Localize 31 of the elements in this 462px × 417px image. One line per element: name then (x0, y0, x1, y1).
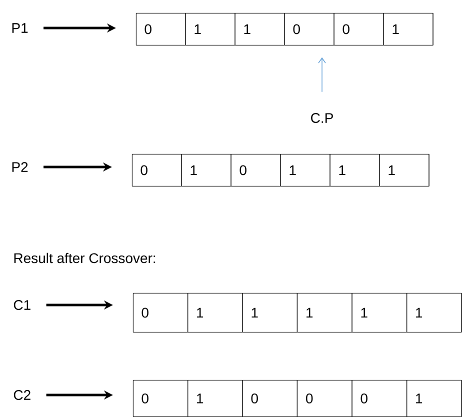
bit-cell: 1 (406, 380, 462, 417)
bit-cell: 1 (380, 154, 429, 186)
bit-cell: 1 (297, 293, 352, 332)
bit-cell: 0 (136, 13, 186, 46)
bit-cell: 0 (352, 380, 407, 417)
row-label: C2 (14, 390, 30, 400)
heading: Result after Crossover: (14, 252, 156, 264)
bit-cell: 1 (384, 13, 433, 46)
row-label: C.P (311, 113, 333, 123)
bit-cell: 1 (188, 380, 242, 417)
bit-cell: 0 (133, 293, 188, 332)
bit-cell: 1 (406, 293, 462, 332)
row-label: P1 (12, 23, 28, 33)
bit-cell: 0 (334, 13, 384, 46)
bit-cell: 1 (242, 293, 298, 332)
bit-cell: 0 (132, 154, 182, 186)
bit-cell: 1 (330, 154, 380, 186)
bit-cell: 0 (231, 154, 280, 186)
row-label: C1 (14, 300, 30, 310)
bit-cell: 1 (188, 293, 242, 332)
bit-cell: 1 (235, 13, 284, 46)
bit-cell: 1 (280, 154, 330, 186)
bit-cell: 1 (352, 293, 407, 332)
bit-cell: 0 (133, 380, 188, 417)
bit-cell: 1 (182, 154, 231, 186)
bit-cell: 1 (186, 13, 235, 46)
bit-cell: 0 (284, 13, 334, 46)
arrow (318, 57, 326, 92)
row-label: P2 (12, 162, 28, 172)
bit-cell: 0 (297, 380, 352, 417)
bit-cell: 0 (242, 380, 298, 417)
